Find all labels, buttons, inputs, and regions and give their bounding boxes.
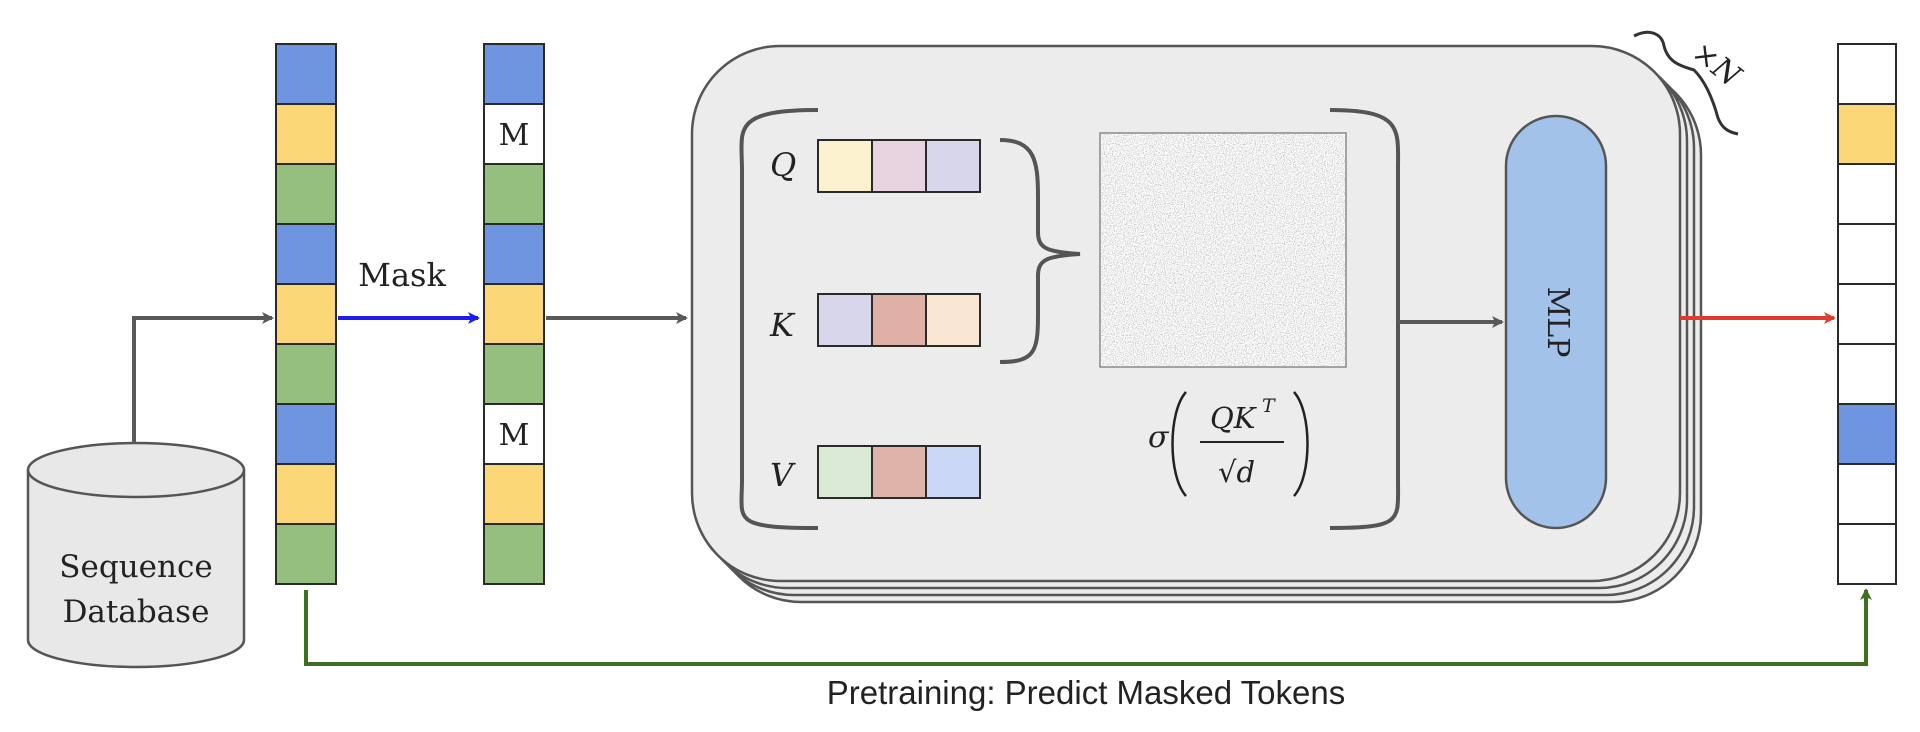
mask-label: Mask <box>358 256 446 294</box>
repeat-brace <box>1633 30 1739 136</box>
query-vector-cell <box>817 139 873 193</box>
mask-token-label: M <box>499 118 530 153</box>
output-token-empty <box>1837 463 1897 525</box>
q-label: Q <box>770 146 796 184</box>
masked-token-yellow <box>483 283 545 345</box>
input-token-green <box>275 523 337 585</box>
database-to-input-arrow <box>132 312 274 443</box>
attention-map-texture <box>1101 134 1345 366</box>
masked-token-blue <box>483 43 545 105</box>
value-vector-cell <box>871 445 927 499</box>
input-token-yellow <box>275 283 337 345</box>
output-token-blue <box>1837 403 1897 465</box>
output-token-empty <box>1837 343 1897 405</box>
input-token-blue <box>275 223 337 285</box>
output-token-empty <box>1837 523 1897 585</box>
k-label: K <box>769 306 796 344</box>
formula-superscript: T <box>1262 395 1276 417</box>
query-vector-cell <box>925 139 981 193</box>
masked-token-yellow <box>483 463 545 525</box>
mlp-label: MLP <box>1540 287 1575 358</box>
input-token-column <box>275 43 337 585</box>
value-vector <box>817 445 981 499</box>
v-label: V <box>770 456 796 494</box>
output-token-empty <box>1837 43 1897 105</box>
formula-left-paren <box>1171 391 1187 497</box>
input-token-yellow <box>275 103 337 165</box>
mlp-block: MLP <box>1504 114 1608 530</box>
key-vector-cell <box>871 293 927 347</box>
mlp-capsule <box>1504 114 1608 530</box>
input-token-yellow <box>275 463 337 525</box>
output-token-empty <box>1837 163 1897 225</box>
formula-denominator: √d <box>1218 455 1255 489</box>
masked-token-mask <box>483 403 545 465</box>
query-vector-cell <box>871 139 927 193</box>
formula-numerator: QK <box>1210 401 1258 435</box>
masked-token-green <box>483 343 545 405</box>
masked-token-green <box>483 163 545 225</box>
output-token-empty <box>1837 283 1897 345</box>
qk-brace <box>999 138 1081 364</box>
database-label-line1: Sequence <box>59 549 212 585</box>
masked-token-mask <box>483 103 545 165</box>
output-token-yellow <box>1837 103 1897 165</box>
formula-right-paren <box>1293 391 1309 497</box>
input-token-green <box>275 163 337 225</box>
database-top <box>26 441 246 499</box>
right-parenthesis <box>1329 108 1401 530</box>
mask-token-label: M <box>499 418 530 453</box>
repeat-label: ×N <box>1685 35 1748 95</box>
pretraining-label: Pretraining: Predict Masked Tokens <box>827 674 1345 711</box>
key-vector-cell <box>817 293 873 347</box>
sequence-database: Sequence Database <box>26 441 246 669</box>
input-token-blue <box>275 403 337 465</box>
attention-map <box>1099 132 1347 368</box>
softmax-formula: σ QK T √d <box>1148 391 1309 497</box>
input-token-green <box>275 343 337 405</box>
masked-token-blue <box>483 223 545 285</box>
output-token-empty <box>1837 223 1897 285</box>
database-label-line2: Database <box>63 594 210 630</box>
input-token-blue <box>275 43 337 105</box>
query-vector <box>817 139 981 193</box>
left-parenthesis <box>739 108 819 530</box>
pretraining-target-arrow <box>304 588 1872 666</box>
value-vector-cell <box>817 445 873 499</box>
masked-token-green <box>483 523 545 585</box>
database-body <box>26 470 246 669</box>
key-vector <box>817 293 981 347</box>
formula-sigma: σ <box>1148 420 1170 455</box>
masked-token-column: MM <box>483 43 545 585</box>
key-vector-cell <box>925 293 981 347</box>
value-vector-cell <box>925 445 981 499</box>
output-token-column <box>1837 43 1897 585</box>
